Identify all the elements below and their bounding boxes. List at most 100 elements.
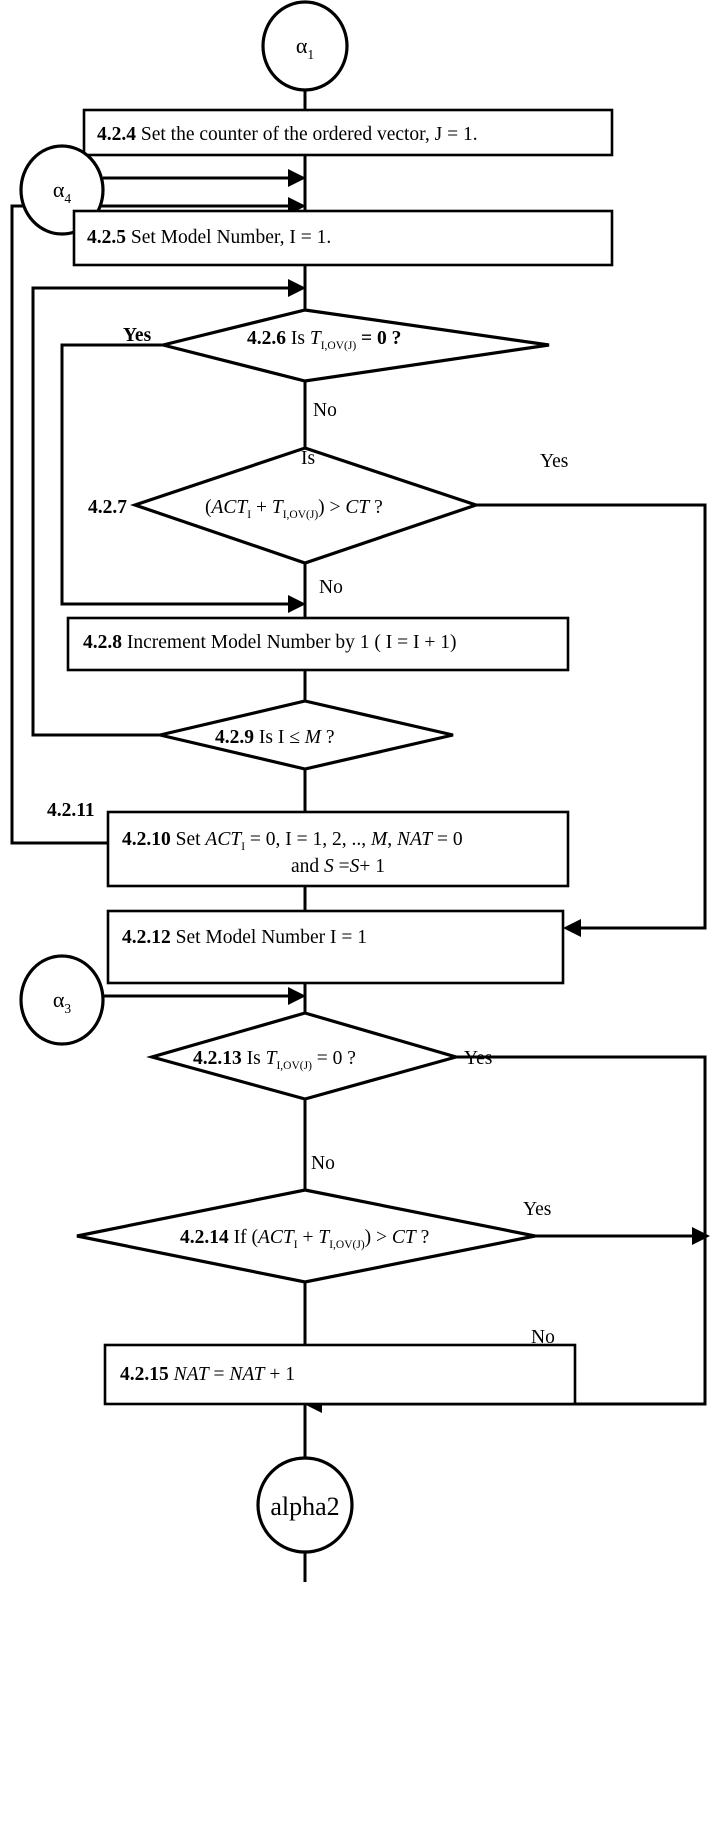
edge-label-no-426: No <box>313 400 337 421</box>
node-4210-l2pre: and <box>291 856 324 877</box>
node-4213-post: = 0 ? <box>312 1048 356 1069</box>
node-429-pre: Is I ≤ <box>259 727 305 748</box>
alpha4-label: α <box>53 177 65 202</box>
svg-text:α1: α1 <box>296 33 314 62</box>
node-4215-nat2: NAT <box>228 1364 265 1385</box>
node-4210-l1mid: = 0, I = 1, 2, .., <box>245 829 371 850</box>
node-4214-q: ? <box>416 1227 430 1248</box>
node-427[interactable]: Is (ACTI + TI,OV(J)) > CT ? <box>130 446 482 565</box>
connector-alpha2[interactable]: alpha2 <box>256 1456 354 1554</box>
svg-text:4.2.9 Is I ≤ M ?: 4.2.9 Is I ≤ M ? <box>215 727 335 748</box>
node-4214-gt: > <box>371 1227 392 1248</box>
node-4210-nat: NAT <box>396 829 433 850</box>
edge-label-no-4213: No <box>311 1153 335 1174</box>
node-4215-step: 4.2.15 <box>120 1364 169 1385</box>
node-426-step: 4.2.6 <box>247 328 286 349</box>
node-425-text: Set Model Number, I = 1. <box>131 227 331 248</box>
arrowhead-alpha3 <box>288 987 306 1005</box>
arrowhead-426-yes <box>288 595 306 613</box>
node-429[interactable]: 4.2.9 Is I ≤ M ? <box>159 699 454 771</box>
svg-text:4.2.5 Set Model Number, I = 1.: 4.2.5 Set Model Number, I = 1. <box>87 227 331 248</box>
svg-text:(ACTI + TI,OV(J)) > CT ?: (ACTI + TI,OV(J)) > CT ? <box>205 497 383 521</box>
svg-text:α4: α4 <box>53 177 72 206</box>
node-424[interactable]: 4.2.4 Set the counter of the ordered vec… <box>82 108 614 157</box>
node-4214-plus: + <box>298 1227 319 1248</box>
arrowhead-alpha4 <box>288 169 306 187</box>
node-4212[interactable]: 4.2.12 Set Model Number I = 1 <box>106 909 565 985</box>
node-4210-l1mid2: , <box>387 829 397 850</box>
node-4210-l2end: + 1 <box>359 856 385 877</box>
node-4214-ct: CT <box>392 1227 417 1248</box>
node-4210-l1pre: Set <box>176 829 206 850</box>
node-4213-pre: Is <box>247 1048 266 1069</box>
node-4210-m: M <box>370 829 389 850</box>
node-4215-end: + 1 <box>264 1364 295 1385</box>
node-426-post: = 0 ? <box>356 328 401 349</box>
node-4210-act-sub: I <box>241 841 245 853</box>
node-429-post: ? <box>321 727 335 748</box>
edge-429-yes-return <box>31 286 291 737</box>
node-4215[interactable]: 4.2.15 NAT = NAT + 1 <box>103 1343 577 1406</box>
node-425[interactable]: 4.2.5 Set Model Number, I = 1. <box>72 209 614 267</box>
node-4214-act-sub: I <box>294 1239 298 1251</box>
node-4214[interactable]: 4.2.14 If (ACTI + TI,OV(J)) > CT ? <box>76 1188 536 1284</box>
node-427-t-sub: I,OV(J) <box>283 509 319 521</box>
node-4214-pre: If <box>234 1227 252 1248</box>
edge-label-yes-4213: Yes <box>464 1048 492 1069</box>
arrowhead-4214-yes <box>692 1227 710 1245</box>
node-4213-step: 4.2.13 <box>193 1048 242 1069</box>
node-427-act-sub: I <box>247 509 251 521</box>
svg-text:4.2.8 Increment Model Number b: 4.2.8 Increment Model Number by 1 ( I = … <box>83 632 456 653</box>
node-4210-l2mid: = <box>334 856 350 877</box>
node-424-step: 4.2.4 <box>97 124 136 145</box>
svg-text:4.2.14 If (ACTI + TI,OV(J)) >: 4.2.14 If (ACTI + TI,OV(J)) > CT ? <box>180 1227 429 1251</box>
node-4210-l1end: = 0 <box>432 829 463 850</box>
edge-label-no-4214: No <box>531 1327 555 1348</box>
node-4210-s1: S <box>324 856 334 877</box>
svg-text:4.2.10 Set ACTI = 0, I = 1, 2,: 4.2.10 Set ACTI = 0, I = 1, 2, .., M, NA… <box>122 829 463 853</box>
svg-text:4.2.15 NAT = NAT + 1: 4.2.15 NAT = NAT + 1 <box>120 1364 295 1385</box>
node-427-gt: > <box>325 497 346 518</box>
alpha4-sub: 4 <box>64 191 71 206</box>
node-426-var-sub: I,OV(J) <box>321 340 357 352</box>
node-4213[interactable]: 4.2.13 Is TI,OV(J) = 0 ? <box>146 1011 462 1101</box>
node-4213-var: T <box>266 1048 278 1069</box>
svg-text:4.2.4 Set the counter of the o: 4.2.4 Set the counter of the ordered vec… <box>97 124 478 145</box>
connector-alpha3[interactable]: α3 <box>19 954 105 1046</box>
node-4214-t: T <box>318 1227 330 1248</box>
edge-label-no-427: No <box>319 577 343 598</box>
node-427-open: ( <box>205 497 212 518</box>
node-4210-s2: S <box>350 856 360 877</box>
node-425-step: 4.2.5 <box>87 227 126 248</box>
node-429-step: 4.2.9 <box>215 727 254 748</box>
node-4213-var-sub: I,OV(J) <box>276 1060 312 1072</box>
node-4214-step: 4.2.14 <box>180 1227 229 1248</box>
node-4210[interactable]: 4.2.10 Set ACTI = 0, I = 1, 2, .., M, NA… <box>106 810 570 888</box>
node-4212-text: Set Model Number I = 1 <box>176 927 367 948</box>
node-427-t: T <box>272 497 284 518</box>
node-4215-nat1: NAT <box>173 1364 210 1385</box>
node-427-step-label: 4.2.7 <box>88 497 127 518</box>
edge-426-yes <box>60 343 291 606</box>
edge-label-yes-427: Yes <box>540 451 568 472</box>
edge-label-yes-426: Yes <box>123 325 152 346</box>
connector-alpha1[interactable]: α1 <box>261 0 349 92</box>
node-426[interactable]: 4.2.6 Is TI,OV(J) = 0 ? <box>162 308 550 383</box>
node-426-pre: Is <box>291 328 310 349</box>
node-428-text: Increment Model Number by 1 ( I = I + 1) <box>127 632 457 653</box>
edge-label-yes-4214: Yes <box>523 1199 551 1220</box>
alpha3-label: α <box>53 987 65 1012</box>
node-4214-open: ( <box>252 1227 259 1248</box>
alpha1-label: α <box>296 33 308 58</box>
svg-text:α3: α3 <box>53 987 72 1016</box>
svg-text:4.2.12 Set Model Number I = 1: 4.2.12 Set Model Number I = 1 <box>122 927 367 948</box>
svg-text:4.2.6 Is TI,OV(J) = 0 ?: 4.2.6 Is TI,OV(J) = 0 ? <box>247 328 401 352</box>
node-427-plus: + <box>251 497 272 518</box>
node-427-ct: CT <box>345 497 370 518</box>
alpha1-sub: 1 <box>307 47 314 62</box>
node-428[interactable]: 4.2.8 Increment Model Number by 1 ( I = … <box>66 616 570 672</box>
node-4212-step: 4.2.12 <box>122 927 171 948</box>
node-427-close: ) <box>318 497 325 518</box>
node-4214-close: ) <box>365 1227 372 1248</box>
